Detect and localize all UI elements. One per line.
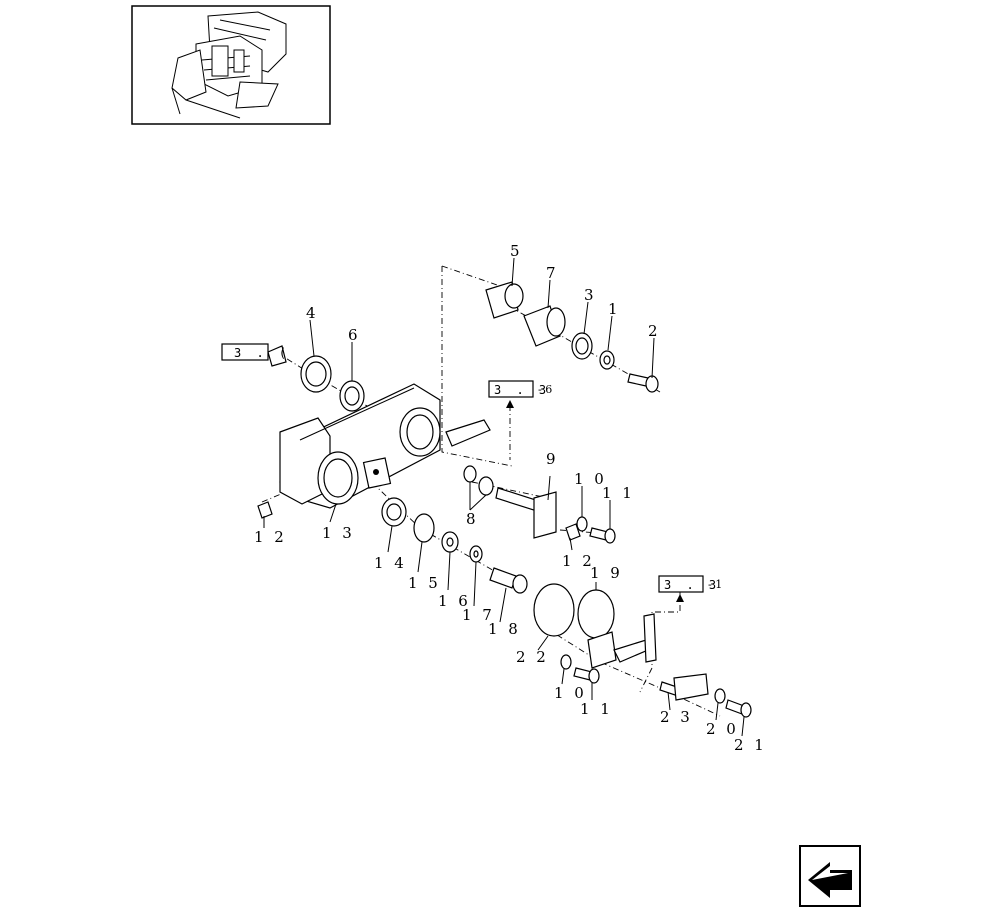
bolt-18 [489, 567, 528, 594]
washer-20 [714, 688, 726, 704]
circlip-15 [413, 513, 435, 543]
callout-16: 1 6 [438, 592, 471, 610]
washer-10-bottom [560, 654, 572, 670]
rings-8 [463, 465, 494, 496]
callout-4: 4 [306, 304, 319, 322]
bearing-4 [300, 355, 332, 393]
callout-8: 8 [466, 510, 479, 528]
cover-22 [533, 583, 575, 637]
callout-11b: 1 1 [580, 700, 613, 718]
plug-12-left [257, 501, 273, 519]
gear-housing [279, 383, 491, 509]
callout-7: 7 [546, 264, 559, 282]
svg-text:3 . (: 3 . ( [234, 346, 290, 360]
svg-text:3 . 3: 3 . 3 [494, 383, 550, 397]
callout-6: 6 [348, 326, 361, 344]
splined-shaft [267, 345, 287, 367]
callout-20: 2 0 [706, 720, 739, 738]
back-arrow-icon[interactable] [799, 845, 861, 907]
callout-3: 3 [584, 286, 597, 304]
machine-thumbnail [131, 5, 331, 125]
callout-10b: 1 0 [554, 684, 587, 702]
sleeve-7 [523, 305, 566, 347]
callout-2: 2 [648, 322, 661, 340]
washer-17 [469, 545, 483, 563]
callout-19: 1 9 [590, 564, 623, 582]
washer-10-top [576, 516, 588, 532]
callout-12b: 1 2 [562, 552, 595, 570]
callout-11a: 1 1 [602, 484, 635, 502]
washer-16 [441, 531, 459, 553]
bracket-assembly [587, 613, 657, 669]
callout-13: 1 3 [322, 524, 355, 542]
ref-box-left: 3 . ( [221, 343, 290, 361]
callout-23: 2 3 [660, 708, 693, 726]
lever-23 [659, 673, 709, 701]
plate-19 [577, 589, 615, 639]
callout-18: 1 8 [488, 620, 521, 638]
svg-text:3 . 3: 3 . 3 [664, 578, 720, 592]
plug-12-mid [565, 523, 581, 541]
svg-text:- 6: - 6 [538, 383, 552, 396]
seal-6 [339, 380, 365, 412]
washer-1 [599, 350, 615, 370]
bolt-11-top [589, 527, 616, 544]
shaft-9 [495, 487, 557, 539]
bolt-2 [627, 373, 659, 393]
callout-9: 9 [546, 450, 559, 468]
bolt-11-bottom [573, 667, 600, 684]
svg-text:- 1: - 1 [708, 578, 722, 591]
callout-labels: 5 7 3 1 2 4 6 9 1 0 1 1 8 1 2 1 3 1 4 1 … [254, 242, 767, 754]
callout-5: 5 [510, 242, 523, 260]
callout-12a: 1 2 [254, 528, 287, 546]
callout-21: 2 1 [734, 736, 767, 754]
bolt-21 [725, 699, 752, 718]
callout-10a: 1 0 [574, 470, 607, 488]
ring-3 [571, 332, 593, 360]
bushing-5 [485, 281, 524, 319]
leader-lines [263, 257, 745, 737]
seal-14 [381, 497, 407, 527]
callout-17: 1 7 [462, 606, 495, 624]
callout-1: 1 [608, 300, 621, 318]
callout-15: 1 5 [408, 574, 441, 592]
callout-14: 1 4 [374, 554, 407, 572]
ref-box-mid: 3 . 3 - 6 [488, 380, 552, 408]
callout-22: 2 2 [516, 648, 549, 666]
ref-box-right: 3 . 3 - 1 [658, 575, 722, 602]
